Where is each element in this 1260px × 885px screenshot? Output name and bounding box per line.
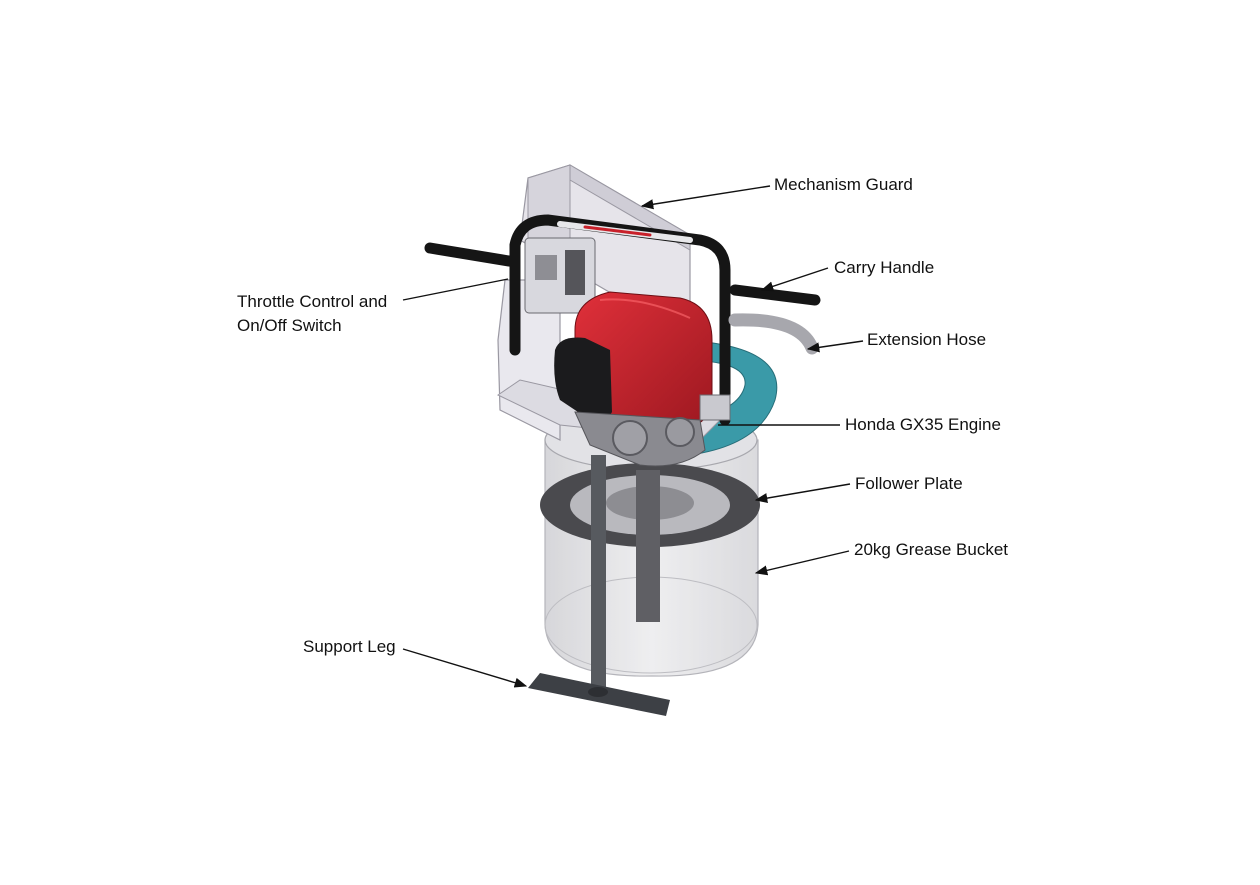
honda-engine [554,291,731,467]
leader-follower-plate [754,483,851,504]
label-throttle-control: Throttle Control and On/Off Switch [237,290,387,338]
label-extension-hose: Extension Hose [867,330,987,349]
carry-handle [424,214,821,426]
leader-support-leg [402,648,528,688]
extension-hose [728,313,819,355]
label-follower-plate: Follower Plate [855,474,963,493]
label-mechanism-guard: Mechanism Guard [774,175,913,194]
label-grease-bucket: 20kg Grease Bucket [854,540,1009,559]
throttle-control [524,237,596,314]
label-throttle-line1: Throttle Control and [237,292,388,311]
leader-throttle [402,278,509,301]
leader-mechanism-guard [640,185,771,210]
label-honda-engine: Honda GX35 Engine [845,415,1001,434]
leader-extension-hose [806,340,864,353]
leader-lines [402,185,864,688]
label-throttle-line2: On/Off Switch [237,316,342,335]
pump-shaft [636,470,660,622]
label-carry-handle: Carry Handle [834,258,935,277]
support-leg [528,455,670,716]
leader-carry-handle [760,267,829,292]
label-support-leg: Support Leg [303,637,396,656]
leader-grease-bucket [754,550,850,576]
